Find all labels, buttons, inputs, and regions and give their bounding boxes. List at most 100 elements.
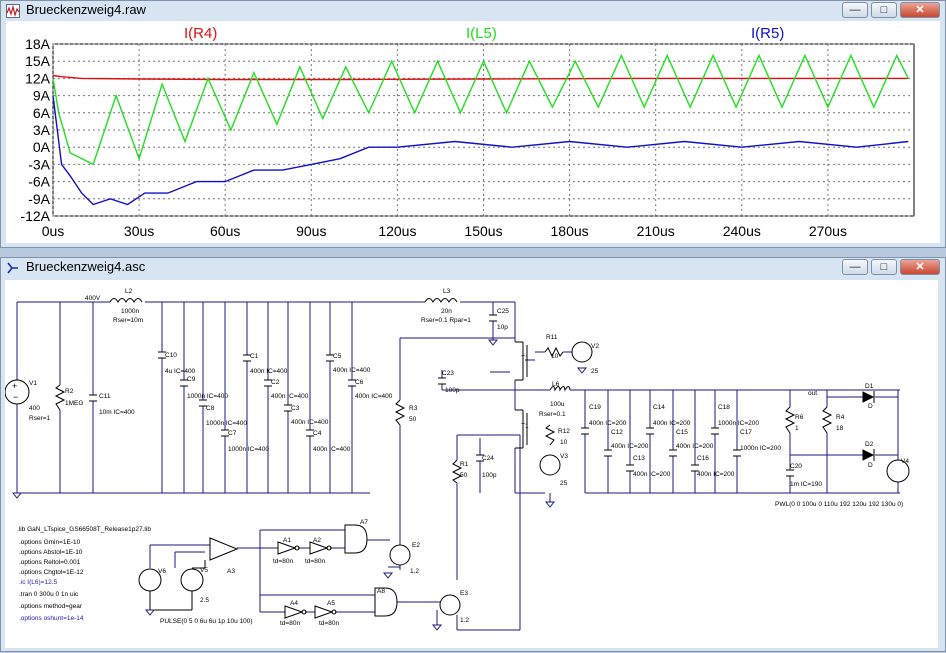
label-E2-value: 1.2: [410, 568, 419, 575]
label-C24: C24: [482, 455, 494, 462]
schematic-close-button[interactable]: ✕: [900, 259, 940, 275]
label-R6-value: 1: [795, 425, 799, 432]
directive-gmin[interactable]: .options Gmin=1E-10: [19, 539, 81, 546]
ground-symbols: [11, 339, 588, 631]
label-C25: C25: [497, 308, 509, 315]
waveform-titlebar[interactable]: Brueckenzweig4.raw — □ ✕: [1, 1, 945, 21]
label-C17: C17: [740, 429, 752, 436]
label-A8: A8: [377, 588, 385, 595]
y-tick-label: -12A: [20, 208, 50, 224]
label-C12-value: 400n IC=200: [611, 443, 649, 450]
label-R12-value: 10: [560, 439, 568, 446]
spice-directives: .lib GaN_LTspice_GS66508T_Release1p27.li…: [17, 526, 151, 622]
label-A3: A3: [227, 568, 235, 575]
directive-oshunt[interactable]: .options oshunt=1e-14: [19, 615, 84, 622]
label-A4: A4: [290, 600, 298, 607]
directive-method[interactable]: .options method=gear: [19, 603, 83, 610]
label-L6-rser: Rser=0.1: [539, 411, 566, 418]
waveform-app-icon: [6, 4, 20, 18]
label-C23-value: 100p: [445, 387, 460, 394]
directive-tran[interactable]: .tran 0 300u 0 1n uic: [19, 591, 79, 598]
label-V2: V2: [591, 343, 599, 350]
label-L6: L6: [552, 381, 560, 388]
y-tick-label: 12A: [25, 70, 51, 86]
label-C17-value: 1000n IC=200: [740, 445, 781, 452]
minimize-button[interactable]: —: [842, 2, 868, 18]
label-R11: R11: [546, 334, 558, 341]
schematic-minimize-button[interactable]: —: [842, 259, 868, 275]
waveform-window-title: Brueckenzweig4.raw: [26, 2, 146, 17]
schematic-maximize-button[interactable]: □: [871, 259, 897, 275]
directive-lib[interactable]: .lib GaN_LTspice_GS66508T_Release1p27.li…: [17, 526, 151, 533]
label-L3: L3: [443, 288, 451, 295]
trace-ir4: [52, 74, 909, 81]
label-A5-value: td=80n: [319, 620, 339, 627]
y-tick-label: 18A: [25, 36, 51, 52]
y-tick-label: -6A: [28, 174, 50, 190]
label-D1: D1: [865, 383, 874, 390]
label-C1: C1: [250, 353, 259, 360]
label-out-node: out: [808, 390, 817, 397]
x-tick-label: 180us: [551, 223, 589, 239]
label-A5: A5: [327, 600, 335, 607]
label-C11: C11: [99, 393, 111, 400]
directive-chgtol[interactable]: .options Chgtol=1E-12: [19, 569, 84, 576]
label-C4: C4: [313, 430, 322, 437]
x-tick-label: 60us: [210, 223, 240, 239]
label-E2: E2: [412, 542, 420, 549]
label-V4: V4: [901, 458, 909, 465]
y-tick-label: 3A: [33, 122, 51, 138]
y-tick-label: 0A: [33, 139, 51, 155]
directive-ic[interactable]: .ic I(L6)=12.5: [19, 579, 58, 586]
label-A1-value: td=80n: [273, 558, 293, 565]
label-V3-value: 25: [560, 480, 568, 487]
label-C16: C16: [697, 455, 709, 462]
label-C18: C18: [718, 404, 730, 411]
schematic-canvas[interactable]: + −: [4, 280, 938, 648]
trace-il5: [52, 53, 909, 166]
label-C20: C20: [790, 463, 802, 470]
label-C19-value: 400n IC=200: [589, 420, 627, 427]
y-tick-label: 15A: [25, 53, 51, 69]
label-R11-value: 10: [551, 353, 559, 360]
label-L2: L2: [125, 288, 133, 295]
schematic-titlebar[interactable]: Brueckenzweig4.asc — □ ✕: [1, 258, 945, 278]
label-C10-value: 4u IC=400: [165, 368, 196, 375]
label-R2: R2: [65, 388, 74, 395]
label-C15: C15: [676, 429, 688, 436]
label-D2: D2: [865, 441, 874, 448]
label-C23: C23: [442, 370, 454, 377]
label-R2-value: 1MEG: [65, 400, 83, 407]
close-button[interactable]: ✕: [900, 2, 940, 18]
x-tick-label: 0us: [42, 223, 65, 239]
label-C7-value: 1000n IC=400: [228, 446, 269, 453]
plot-grid: [52, 43, 915, 217]
label-C2: C2: [271, 379, 280, 386]
label-V1: V1: [29, 380, 37, 387]
legend-I-L5[interactable]: I(L5): [466, 25, 497, 42]
label-E3: E3: [460, 590, 468, 597]
label-C13: C13: [633, 455, 645, 462]
x-tick-label: 120us: [378, 223, 416, 239]
wires: [16, 301, 900, 631]
label-C9: C9: [187, 376, 196, 383]
x-tick-label: 150us: [464, 223, 502, 239]
directive-abstol[interactable]: .options Abstol=1E-10: [19, 549, 83, 556]
label-C1-value: 400n IC=400: [250, 368, 288, 375]
label-pwl: PWL(0 0 100u 0 110u 192 120u 192 130u 0): [775, 501, 903, 508]
directive-reltol[interactable]: .options Reltol=0.001: [19, 559, 81, 566]
legend-I-R4[interactable]: I(R4): [184, 25, 217, 42]
label-C25-value: 10p: [497, 324, 508, 331]
label-C14: C14: [653, 404, 665, 411]
label-V5-value: 2.5: [200, 597, 209, 604]
trace-ir5: [52, 95, 909, 206]
schematic-drawing[interactable]: + −: [4, 280, 938, 648]
maximize-button[interactable]: □: [871, 2, 897, 18]
label-C4-value: 400n IC=400: [313, 446, 351, 453]
x-tick-label: 270us: [809, 223, 847, 239]
legend-I-R5[interactable]: I(R5): [751, 25, 784, 42]
waveform-chart[interactable]: I(R4) I(L5) I(R5) 18A15A12A9A6A3A0A-3A-6…: [6, 21, 940, 243]
